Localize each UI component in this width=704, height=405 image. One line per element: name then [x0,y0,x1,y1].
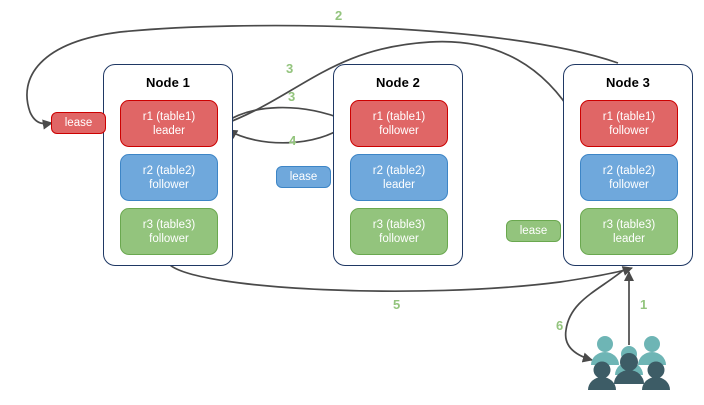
replica-node2-r3[interactable]: r3 (table3) follower [350,208,448,255]
replica-node3-r1[interactable]: r1 (table1) follower [580,100,678,147]
lease-label: lease [64,117,93,129]
edge-5-node1-to-node3 [169,264,633,292]
step-label-6: 6 [556,318,564,333]
replica-role: follower [609,178,649,191]
edge-4-node2-to-node1 [227,123,348,144]
lease-box-table1[interactable]: lease [51,112,106,134]
node-title: Node 1 [146,75,190,90]
replica-role: leader [153,124,185,137]
lease-label: lease [289,171,318,183]
lease-box-table3[interactable]: lease [506,220,561,242]
edge-2-lease-to-node1 [26,24,619,130]
edge-3-node1-to-node2 [223,106,346,124]
step-label-5: 5 [393,297,401,312]
replica-node1-r2[interactable]: r2 (table2) follower [120,154,218,201]
node-node3[interactable]: Node 3 r1 (table1) follower r2 (table2) … [563,64,693,266]
node-title: Node 3 [606,75,650,90]
step-label-3b: 3 [288,89,296,104]
replica-role: follower [149,232,189,245]
replica-role: follower [609,124,649,137]
lease-label: lease [519,225,548,237]
users-icon [588,336,670,390]
node-node1[interactable]: Node 1 r1 (table1) leader r2 (table2) fo… [103,64,233,266]
replica-node2-r1[interactable]: r1 (table1) follower [350,100,448,147]
replica-node1-r1[interactable]: r1 (table1) leader [120,100,218,147]
step-label-2: 2 [335,8,343,23]
replica-role: follower [379,124,419,137]
replica-role: leader [613,232,645,245]
replica-role: follower [149,178,189,191]
replica-role: leader [383,178,415,191]
step-label-3a: 3 [286,61,294,76]
replica-node2-r2[interactable]: r2 (table2) leader [350,154,448,201]
lease-box-table2[interactable]: lease [276,166,331,188]
replica-name: r2 (table2) [602,164,656,177]
replica-name: r3 (table3) [602,218,656,231]
replica-node3-r2[interactable]: r2 (table2) follower [580,154,678,201]
replica-role: follower [379,232,419,245]
step-label-4: 4 [289,133,297,148]
replica-node3-r3[interactable]: r3 (table3) leader [580,208,678,255]
edge-6-node3-to-users [564,267,627,363]
replica-name: r1 (table1) [602,110,656,123]
replica-name: r2 (table2) [372,164,426,177]
replica-name: r1 (table1) [142,110,196,123]
replica-name: r2 (table2) [142,164,196,177]
edge-3-node1-to-node3 [221,40,576,126]
node-node2[interactable]: Node 2 r1 (table1) follower r2 (table2) … [333,64,463,266]
node-title: Node 2 [376,75,420,90]
step-label-1: 1 [640,297,648,312]
replica-name: r1 (table1) [372,110,426,123]
replica-node1-r3[interactable]: r3 (table3) follower [120,208,218,255]
replica-name: r3 (table3) [142,218,196,231]
replica-name: r3 (table3) [372,218,426,231]
